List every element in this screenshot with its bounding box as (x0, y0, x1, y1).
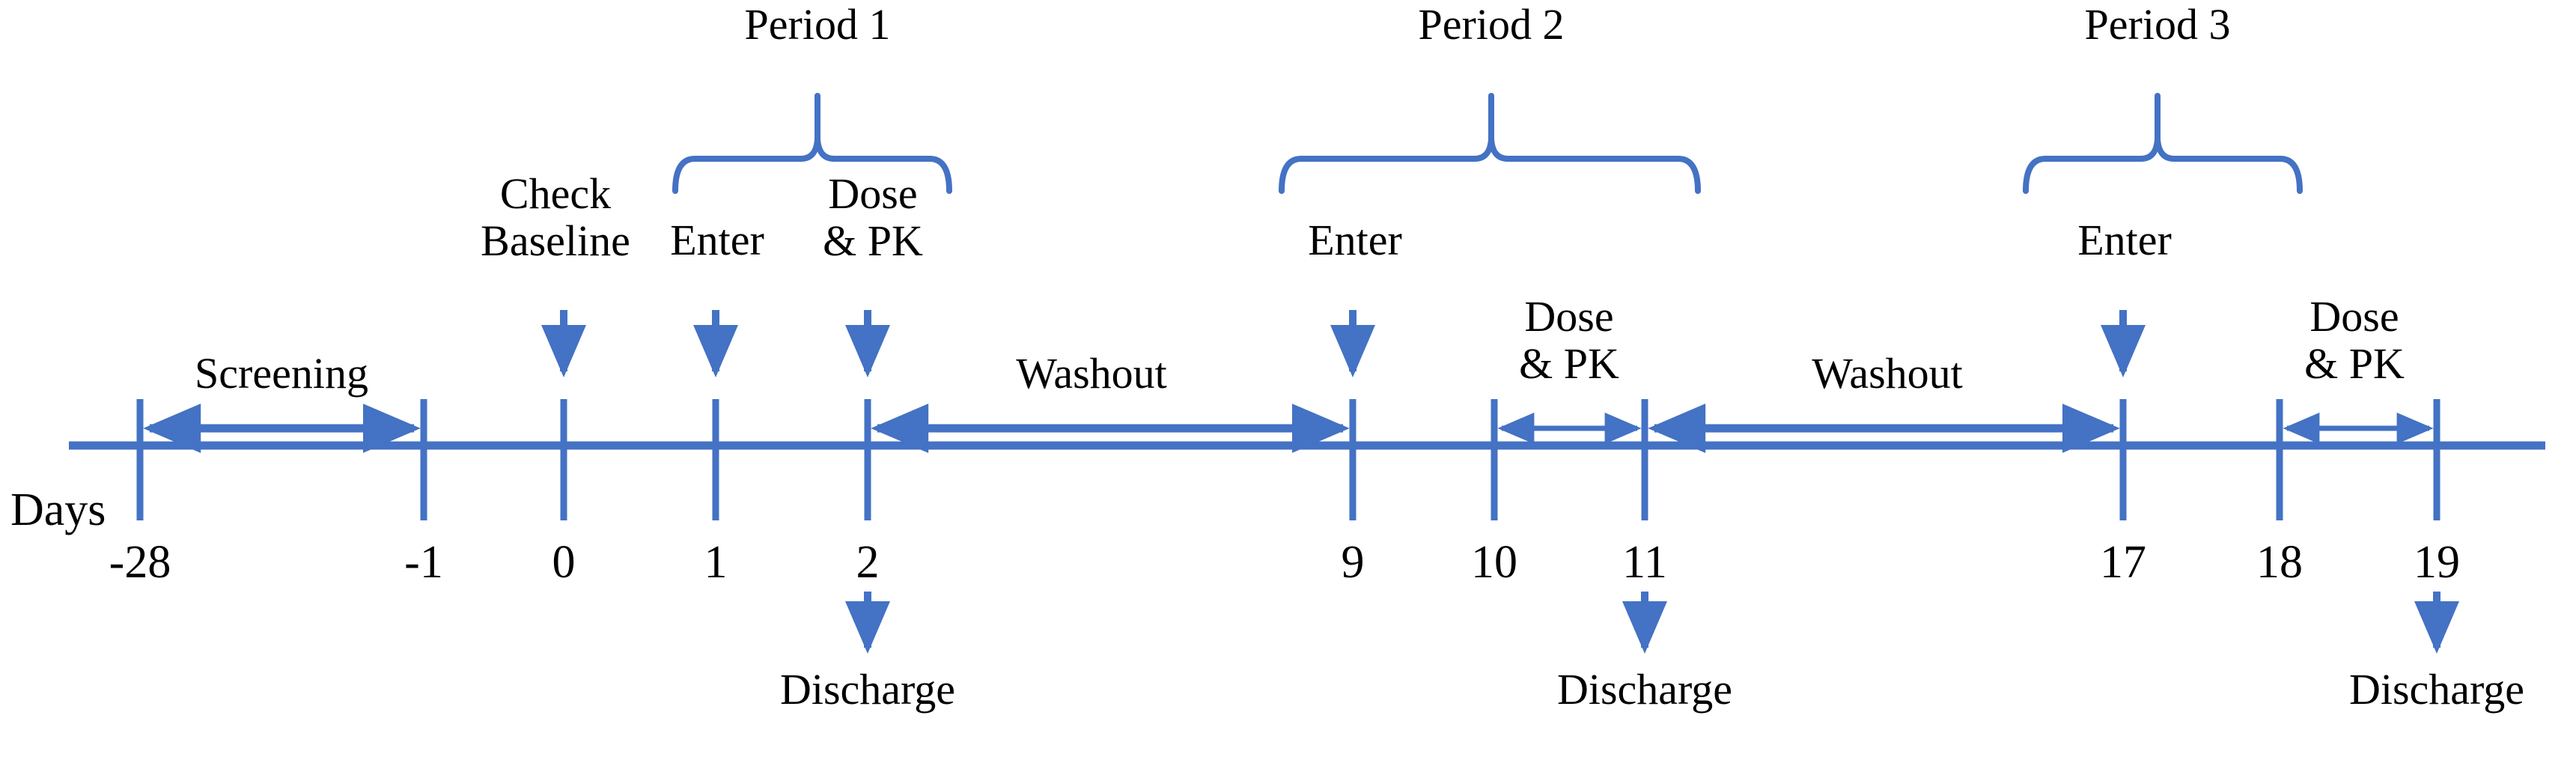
day-label-17: 17 (2100, 537, 2146, 588)
dose-pk-period-1-label: Dose & PK (823, 169, 923, 265)
discharge-period-1-label: Discharge (779, 665, 956, 714)
period-2-brace (1279, 136, 1701, 194)
day-label-9: 9 (1341, 537, 1365, 588)
day-label-18: 18 (2256, 537, 2303, 588)
dose-pk-period-2-label: Dose & PK (1519, 292, 1619, 388)
dose-pk-period-3-label: Dose & PK (2304, 292, 2405, 388)
enter-period-3-label: Enter (2077, 216, 2172, 264)
screening-span-label: Screening (195, 349, 368, 398)
check-baseline-label: Check Baseline (481, 169, 630, 265)
period-2-label: Period 2 (1418, 0, 1565, 49)
period-braces (672, 93, 2303, 194)
days-axis-label: Days (10, 484, 106, 535)
discharge-period-3-label: Discharge (2348, 665, 2525, 714)
day-label-0: 0 (552, 537, 576, 588)
day-label-11: 11 (1622, 537, 1667, 588)
event-down-arrows (541, 310, 2146, 378)
discharge-period-2-label: Discharge (1556, 665, 1733, 714)
period-1-label: Period 1 (744, 0, 891, 49)
period-3-label: Period 3 (2084, 0, 2231, 49)
enter-period-2-label: Enter (1308, 216, 1402, 264)
washout-2-span-label: Washout (1812, 349, 1963, 398)
day-label--1: -1 (404, 537, 443, 588)
day-label--28: -28 (109, 537, 171, 588)
enter-period-1-label: Enter (670, 216, 764, 264)
day-label-19: 19 (2414, 537, 2460, 588)
period-3-brace (2023, 136, 2303, 194)
day-tick-marks (136, 399, 2440, 520)
day-label-1: 1 (704, 537, 728, 588)
day-label-2: 2 (856, 537, 880, 588)
washout-1-span-label: Washout (1016, 349, 1167, 398)
discharge-down-arrows (845, 592, 2459, 654)
day-label-10: 10 (1471, 537, 1517, 588)
